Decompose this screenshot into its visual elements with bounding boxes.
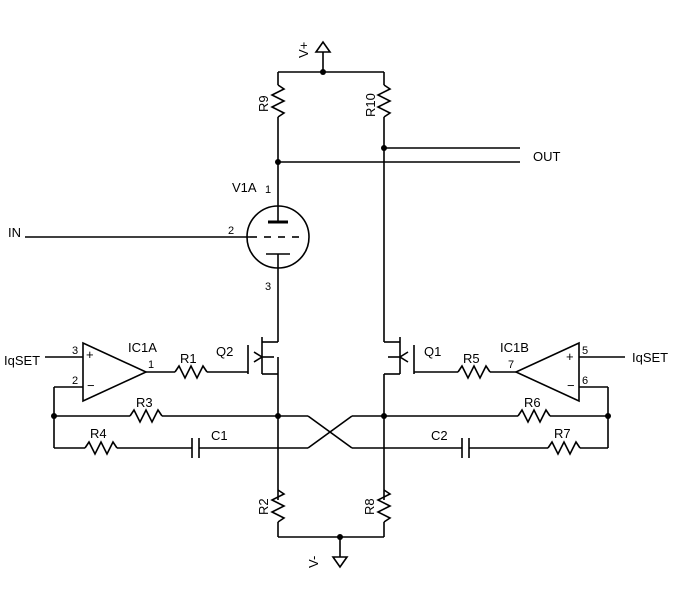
capacitor-c1	[191, 438, 200, 458]
tube-pin-anode: 1	[265, 184, 271, 196]
c1-label: C1	[211, 428, 228, 443]
ic1b-label: IC1B	[500, 340, 529, 355]
q2-label: Q2	[216, 344, 233, 359]
ic1a-pin-plus: 3	[72, 345, 78, 357]
resistor-r4	[84, 440, 118, 456]
capacitor-c2	[461, 438, 470, 458]
ic1a-pin-minus: 2	[72, 375, 78, 387]
ic1b-plus-sign: +	[566, 349, 574, 364]
ic1a-plus-sign: +	[86, 347, 94, 362]
opamp-ic1b	[514, 341, 580, 403]
vminus-label: V-	[306, 556, 321, 568]
r3-label: R3	[136, 395, 153, 410]
ic1a-pin-out: 1	[148, 359, 154, 371]
ic1b-pin-plus: 5	[582, 345, 588, 357]
tube-label: V1A	[232, 180, 257, 195]
tube-pin-cathode: 3	[265, 281, 271, 293]
resistor-r7	[547, 440, 581, 456]
ic1b-pin-out: 7	[508, 359, 514, 371]
r10-label: R10	[363, 93, 378, 117]
r5-label: R5	[463, 351, 480, 366]
in-label: IN	[8, 225, 21, 240]
ic1b-pin-minus: 6	[582, 375, 588, 387]
resistor-r5	[457, 364, 491, 380]
vplus-label: V+	[296, 42, 311, 58]
resistor-r10	[376, 84, 392, 118]
tube-pin-grid: 2	[228, 225, 234, 237]
resistor-r8	[376, 489, 392, 523]
r7-label: R7	[554, 426, 571, 441]
r8-label: R8	[362, 498, 377, 515]
resistor-r9	[270, 84, 286, 118]
r1-label: R1	[180, 351, 197, 366]
ic1b-minus-sign: −	[567, 378, 575, 393]
ic1a-label: IC1A	[128, 340, 157, 355]
opamp-ic1a	[82, 341, 148, 403]
resistor-r2	[270, 489, 286, 523]
q1-label: Q1	[424, 344, 441, 359]
vacuum-tube-v1a	[246, 205, 310, 269]
r2-label: R2	[256, 498, 271, 515]
r4-label: R4	[90, 426, 107, 441]
ic1a-minus-sign: −	[87, 378, 95, 393]
iqset-right-label: IqSET	[632, 350, 668, 365]
iqset-left-label: IqSET	[4, 353, 40, 368]
out-label: OUT	[533, 149, 561, 164]
cross-wire-2	[307, 415, 353, 449]
mosfet-q1	[384, 337, 415, 375]
c2-label: C2	[431, 428, 448, 443]
resistor-r6	[517, 408, 551, 424]
mosfet-q2	[247, 337, 278, 375]
resistor-r3	[129, 408, 163, 424]
resistor-r1	[174, 364, 208, 380]
r6-label: R6	[524, 395, 541, 410]
vplus-symbol	[314, 40, 332, 72]
vminus-symbol	[331, 537, 349, 569]
r9-label: R9	[256, 95, 271, 112]
